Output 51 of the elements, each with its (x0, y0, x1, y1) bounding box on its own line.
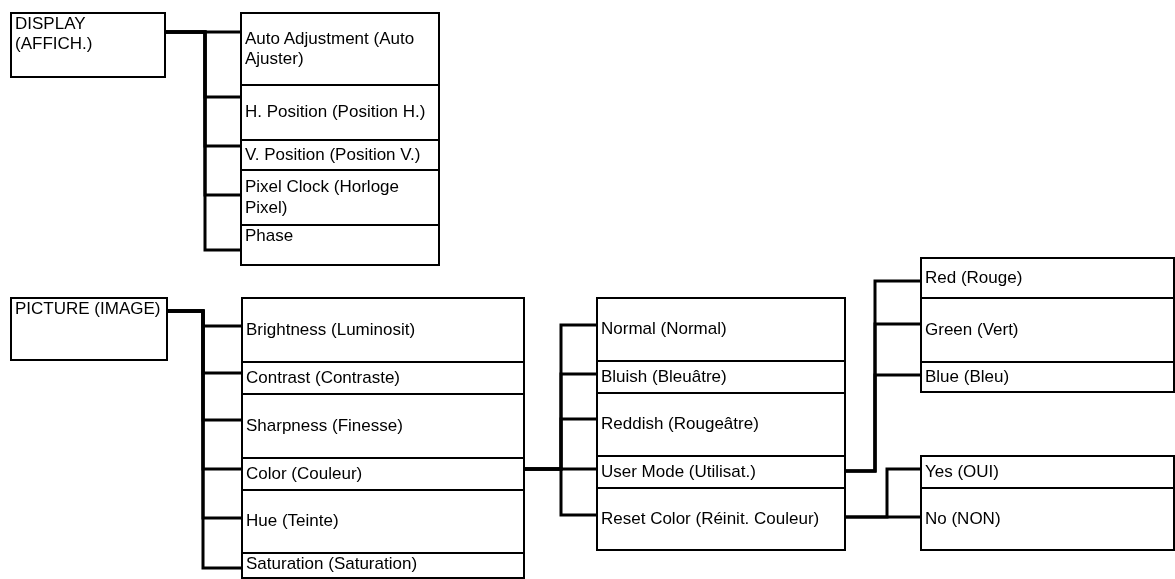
menu-item-box (241, 457, 525, 491)
menu-item-label: Reddish (Rougeâtre) (601, 414, 759, 435)
menu-item-box (920, 487, 1175, 551)
menu-item-label: PICTURE (IMAGE) (15, 299, 161, 320)
menu-item-label: H. Position (Position H.) (245, 102, 426, 123)
menu-item-box (920, 455, 1175, 489)
connector-line (166, 30, 240, 252)
menu-item-label: Hue (Teinte) (246, 511, 339, 532)
menu-item-label: Phase (245, 226, 294, 247)
menu-item-box (241, 297, 525, 363)
menu-item-box (241, 552, 525, 579)
connector-line (168, 309, 241, 570)
menu-item-label: Pixel Clock (Horloge Pixel) (245, 177, 400, 218)
menu-item-box (241, 489, 525, 554)
menu-item-label: Auto Adjustment (Auto Ajuster) (245, 28, 416, 70)
menu-item-box (240, 169, 440, 226)
menu-item-box (920, 257, 1175, 299)
menu-item-label: Normal (Normal) (601, 319, 727, 340)
menu-item-box (596, 297, 846, 362)
menu-item-label: Green (Vert) (925, 319, 1019, 341)
menu-item-box (240, 84, 440, 141)
menu-item-label: V. Position (Position V.) (245, 144, 421, 166)
menu-item-box (241, 393, 525, 459)
menu-item-box (596, 455, 846, 489)
menu-item-label: Contrast (Contraste) (246, 367, 400, 389)
menu-item-label: Bluish (Bleuâtre) (601, 366, 727, 388)
menu-item-box (10, 297, 168, 361)
menu-item-label: Color (Couleur) (246, 463, 363, 485)
menu-item-box (920, 361, 1175, 393)
menu-item-box (920, 297, 1175, 363)
menu-item-label: Yes (OUI) (925, 461, 999, 483)
menu-item-label: DISPLAY (AFFICH.) (15, 14, 94, 55)
menu-item-box (10, 12, 166, 78)
menu-item-box (241, 361, 525, 395)
menu-item-label: Saturation (Saturation) (246, 554, 418, 575)
menu-item-box (240, 12, 440, 86)
connector-line (525, 467, 596, 517)
connector-line (846, 515, 920, 519)
menu-item-box (596, 360, 846, 394)
menu-item-label: No (NON) (925, 508, 1001, 530)
menu-item-box (240, 224, 440, 266)
menu-item-label: Blue (Bleu) (925, 366, 1010, 388)
menu-item-label: Reset Color (Réinit. Couleur) (601, 508, 820, 530)
menu-item-label: User Mode (Utilisat.) (601, 461, 756, 483)
connector-line (846, 373, 920, 473)
menu-item-box (596, 487, 846, 551)
menu-item-label: Brightness (Luminosit) (246, 319, 416, 341)
menu-item-label: Red (Rouge) (925, 267, 1023, 289)
menu-item-box (596, 392, 846, 457)
menu-item-label: Sharpness (Finesse) (246, 415, 403, 437)
menu-item-box (240, 139, 440, 171)
